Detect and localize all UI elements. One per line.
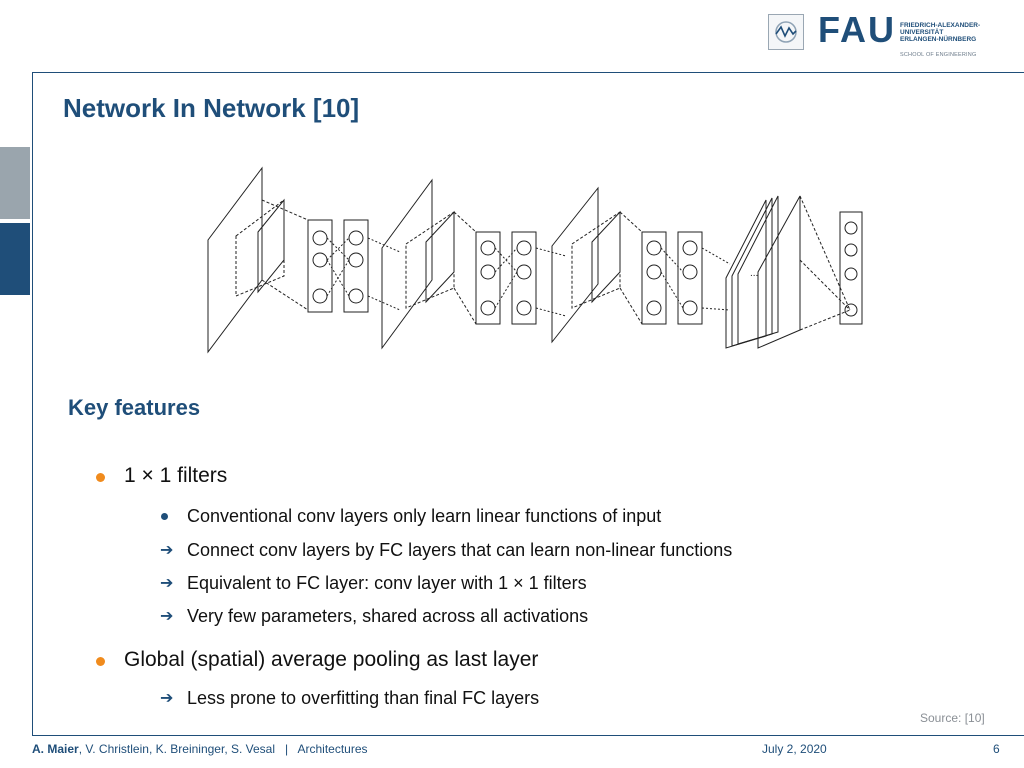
source-citation: Source: [10] bbox=[920, 711, 985, 725]
neuron-icon bbox=[682, 264, 698, 280]
neuron-icon bbox=[480, 240, 496, 256]
neuron-icon bbox=[844, 267, 858, 281]
neuron-icon bbox=[312, 230, 328, 246]
fau-logo-word: FAU bbox=[818, 9, 896, 50]
footer-topic: Architectures bbox=[297, 742, 368, 756]
arrow-right-icon: ➔ bbox=[160, 575, 174, 592]
neuron-icon bbox=[516, 300, 532, 316]
slide-frame bbox=[32, 72, 1024, 736]
mlp-layer bbox=[677, 231, 703, 325]
footer-authors: A. Maier, V. Christlein, K. Breininger, … bbox=[32, 742, 368, 756]
orange-bullet-icon bbox=[96, 473, 105, 482]
neuron-icon bbox=[844, 221, 858, 235]
feature-map-plane bbox=[591, 210, 621, 304]
neuron-icon bbox=[646, 240, 662, 256]
footer-date: July 2, 2020 bbox=[762, 742, 827, 756]
mlp-layer bbox=[511, 231, 537, 325]
neuron-icon bbox=[844, 243, 858, 257]
feature-map-plane bbox=[551, 186, 599, 344]
blue-bullet-icon bbox=[161, 513, 168, 520]
output-layer bbox=[839, 211, 863, 325]
feature-map-plane bbox=[425, 210, 455, 304]
neuron-icon bbox=[312, 252, 328, 268]
orange-bullet-icon bbox=[96, 657, 105, 666]
svg-text:...: ... bbox=[750, 268, 758, 279]
neuron-icon bbox=[348, 252, 364, 268]
arrow-right-icon: ➔ bbox=[160, 542, 174, 559]
section-heading: Key features bbox=[68, 395, 201, 420]
neuron-icon bbox=[312, 288, 328, 304]
section-tab-inactive bbox=[0, 147, 30, 219]
neuron-icon bbox=[348, 230, 364, 246]
page-number: 6 bbox=[993, 742, 1000, 756]
footer-authors-rest: , V. Christlein, K. Breininger, S. Vesal bbox=[78, 742, 276, 756]
mlp-layer bbox=[307, 219, 333, 313]
arrow-right-icon: ➔ bbox=[160, 608, 174, 625]
neuron-icon bbox=[682, 300, 698, 316]
feature-map-plane bbox=[571, 211, 621, 309]
feature-map-plane bbox=[381, 178, 433, 350]
footer-author-bold: A. Maier bbox=[32, 742, 79, 756]
neuron-icon bbox=[516, 264, 532, 280]
mlp-layer bbox=[475, 231, 501, 325]
slide-title: Network In Network [10] bbox=[63, 93, 360, 123]
feature-map-plane bbox=[235, 199, 285, 297]
university-name: FRIEDRICH-ALEXANDER- UNIVERSITÄT ERLANGE… bbox=[900, 22, 981, 44]
neuron-icon bbox=[646, 264, 662, 280]
mlp-layer bbox=[641, 231, 667, 325]
school-name: SCHOOL OF ENGINEERING bbox=[900, 52, 977, 58]
feature-map-plane bbox=[405, 211, 455, 309]
arrow-right-icon: ➔ bbox=[160, 690, 174, 707]
neuron-icon bbox=[348, 288, 364, 304]
neuron-icon bbox=[480, 264, 496, 280]
output-map-plane bbox=[757, 195, 801, 349]
neuron-icon bbox=[646, 300, 662, 316]
output-map-plane bbox=[737, 195, 779, 345]
neuron-icon bbox=[682, 240, 698, 256]
mlp-layer bbox=[343, 219, 369, 313]
neuron-icon bbox=[844, 303, 858, 317]
feature-map-plane bbox=[207, 166, 263, 354]
neuron-icon bbox=[480, 300, 496, 316]
nin-architecture-diagram: ... bbox=[207, 166, 863, 354]
feature-map-plane bbox=[257, 198, 285, 294]
institute-logo-icon bbox=[768, 14, 804, 50]
neuron-icon bbox=[516, 240, 532, 256]
section-tab-active bbox=[0, 223, 30, 295]
footer-separator: | bbox=[285, 742, 289, 756]
